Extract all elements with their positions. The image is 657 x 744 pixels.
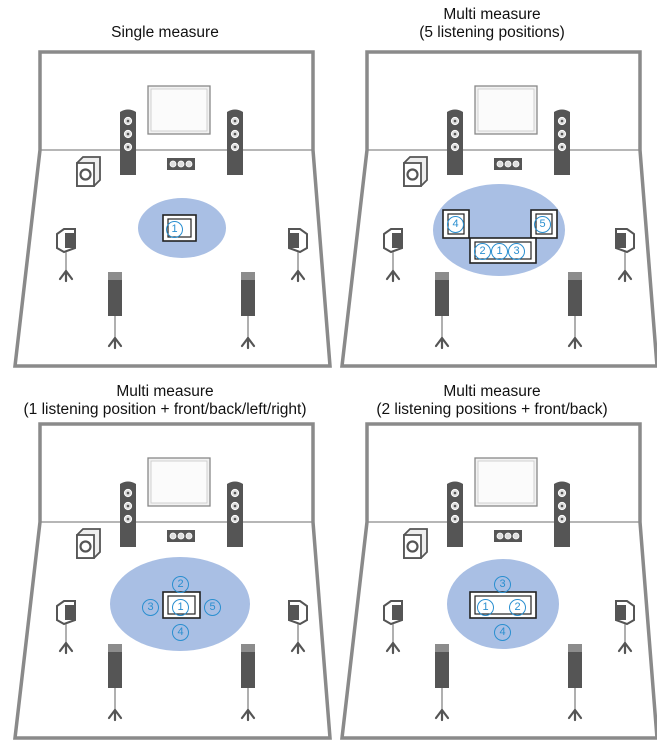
center-speaker	[167, 158, 195, 170]
front-left-speaker	[447, 109, 463, 175]
center-speaker	[494, 530, 522, 542]
room-svg	[340, 50, 657, 368]
position-marker-4: 4	[447, 216, 464, 233]
front-right-speaker	[227, 481, 243, 547]
position-marker-4: 4	[494, 624, 511, 641]
subwoofer	[76, 528, 101, 559]
room-svg	[13, 50, 332, 368]
panel-title: Multi measure	[443, 383, 541, 400]
center-speaker	[494, 158, 522, 170]
tv-screen	[147, 457, 211, 507]
position-marker-3: 3	[142, 599, 159, 616]
surround-right-speaker	[615, 228, 635, 283]
panel-subtitle: (2 listening positions + front/back)	[376, 401, 608, 418]
surround-left-speaker	[383, 600, 403, 655]
room-svg	[340, 422, 657, 740]
panel-title: Multi measure	[443, 6, 541, 23]
panel-title: Multi measure	[116, 383, 214, 400]
tv-screen	[474, 85, 538, 135]
position-marker-3: 3	[508, 243, 525, 260]
panel-subtitle: (1 listening position + front/back/left/…	[23, 401, 307, 418]
panel-title: Single measure	[111, 24, 219, 41]
position-marker-5: 5	[534, 216, 551, 233]
panel-single-measure: Single measure 1	[0, 0, 332, 372]
position-marker-1: 1	[166, 221, 183, 238]
position-marker-2: 2	[474, 243, 491, 260]
surround-right-speaker	[288, 600, 308, 655]
surround-back-right-speaker	[240, 644, 256, 722]
front-right-speaker	[227, 109, 243, 175]
position-marker-1: 1	[477, 599, 494, 616]
panel-multi-measure-2-positions: Multi measure (2 listening positions + f…	[327, 372, 657, 744]
surround-back-left-speaker	[434, 644, 450, 722]
position-marker-1: 1	[491, 243, 508, 260]
front-right-speaker	[554, 109, 570, 175]
front-left-speaker	[120, 109, 136, 175]
front-left-speaker	[447, 481, 463, 547]
position-marker-5: 5	[204, 599, 221, 616]
surround-left-speaker	[383, 228, 403, 283]
center-speaker	[167, 530, 195, 542]
subwoofer	[403, 528, 428, 559]
tv-screen	[474, 457, 538, 507]
surround-back-left-speaker	[434, 272, 450, 350]
panel-subtitle: (5 listening positions)	[419, 24, 565, 41]
position-marker-2: 2	[172, 576, 189, 593]
panel-multi-measure-1-position-5-points: Multi measure (1 listening position + fr…	[0, 372, 332, 744]
surround-back-right-speaker	[567, 272, 583, 350]
position-marker-4: 4	[172, 624, 189, 641]
surround-right-speaker	[615, 600, 635, 655]
surround-back-left-speaker	[107, 644, 123, 722]
surround-left-speaker	[56, 600, 76, 655]
surround-right-speaker	[288, 228, 308, 283]
surround-back-right-speaker	[240, 272, 256, 350]
surround-back-right-speaker	[567, 644, 583, 722]
position-marker-2: 2	[509, 599, 526, 616]
front-right-speaker	[554, 481, 570, 547]
position-marker-1: 1	[172, 599, 189, 616]
panel-multi-measure-5-positions: Multi measure (5 listening positions) 4 5…	[327, 0, 657, 372]
subwoofer	[403, 156, 428, 187]
tv-screen	[147, 85, 211, 135]
position-marker-3: 3	[494, 576, 511, 593]
subwoofer	[76, 156, 101, 187]
room-svg	[13, 422, 332, 740]
surround-left-speaker	[56, 228, 76, 283]
surround-back-left-speaker	[107, 272, 123, 350]
front-left-speaker	[120, 481, 136, 547]
